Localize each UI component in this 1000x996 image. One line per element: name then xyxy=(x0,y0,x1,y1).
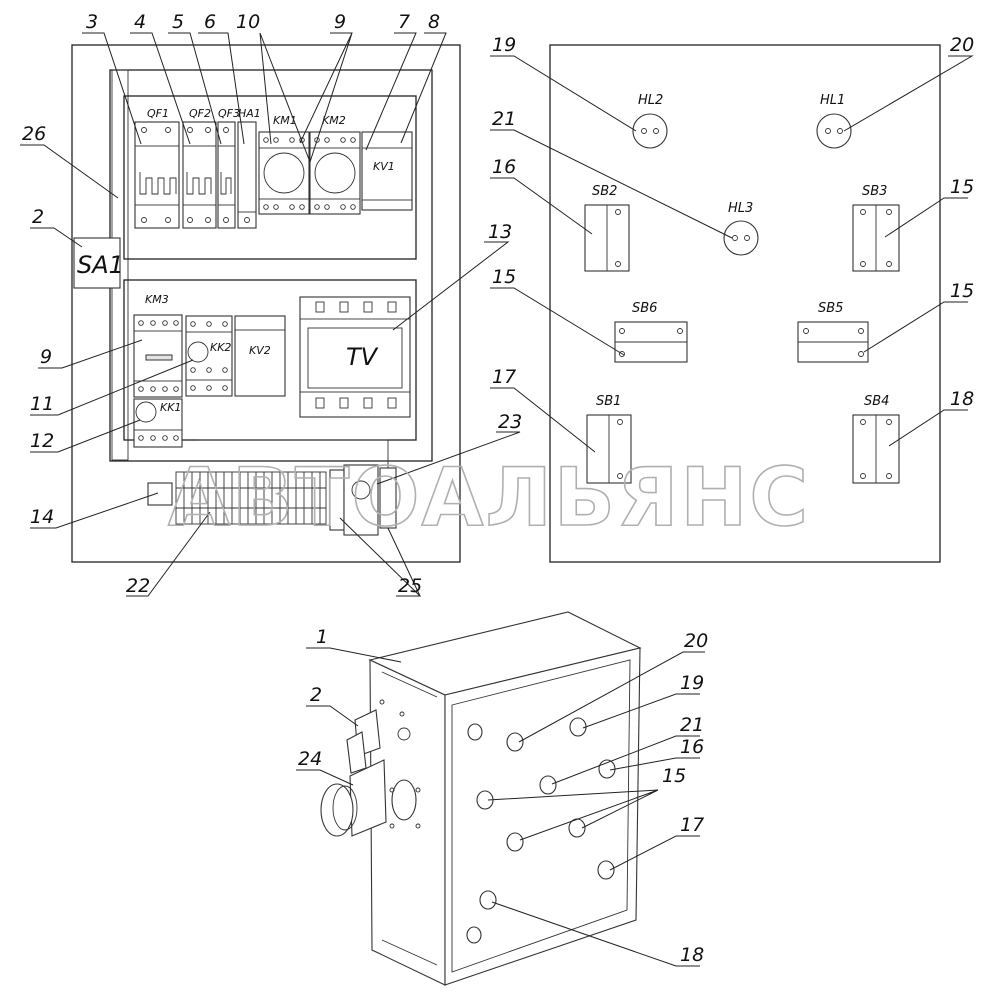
leader-lines xyxy=(20,32,974,967)
button-sb1: SB1 xyxy=(586,394,632,484)
cabinet-interior-view: SA1 QF1 QF2 QF3 xyxy=(71,44,461,563)
cabinet-isometric-view xyxy=(320,611,642,986)
callout-22: 22 xyxy=(126,575,150,597)
callout-11: 11 xyxy=(30,393,54,415)
callout-17-door: 17 xyxy=(492,366,516,388)
callout-12: 12 xyxy=(30,430,54,452)
callout-23: 23 xyxy=(498,411,522,433)
door-lamps-and-buttons xyxy=(466,717,616,944)
callout-15-iso: 15 xyxy=(662,765,686,787)
kv1-label: KV1 xyxy=(373,160,395,173)
sb2-label: SB2 xyxy=(592,184,617,199)
signal-ha1: HA1 xyxy=(237,107,261,229)
callout-5: 5 xyxy=(172,11,184,33)
hl1-label: HL1 xyxy=(820,93,845,108)
lamp-hl1: HL1 xyxy=(816,93,852,149)
kk1-label: KK1 xyxy=(160,401,181,414)
sb3-label: SB3 xyxy=(862,184,887,199)
callout-2-panel: 2 xyxy=(32,206,44,228)
side-switch-handle xyxy=(346,699,411,774)
callout-19-door: 19 xyxy=(492,34,516,56)
breaker-qf1: QF1 xyxy=(134,107,180,229)
callout-20-door: 20 xyxy=(950,34,974,56)
callout-19-iso: 19 xyxy=(680,672,704,694)
callout-25: 25 xyxy=(398,575,422,597)
contactor-km3: KM3 xyxy=(133,293,183,398)
sb4-label: SB4 xyxy=(864,394,889,409)
callout-18-door: 18 xyxy=(950,388,974,410)
hl3-label: HL3 xyxy=(728,201,753,216)
button-sb6: SB6 xyxy=(614,301,688,363)
hl2-label: HL2 xyxy=(638,93,663,108)
callout-2-iso: 2 xyxy=(310,684,322,706)
callout-26: 26 xyxy=(22,123,46,145)
callout-3: 3 xyxy=(86,11,98,33)
km3-label: KM3 xyxy=(145,293,169,306)
callout-15-sb6: 15 xyxy=(492,266,516,288)
callout-20-iso: 20 xyxy=(684,630,708,652)
button-sb5: SB5 xyxy=(797,301,869,363)
ha1-label: HA1 xyxy=(238,107,261,120)
callout-4: 4 xyxy=(134,11,146,33)
callout-numbers: 3 4 5 6 10 9 7 8 26 2 9 11 12 13 14 22 2… xyxy=(22,11,974,966)
km2-label: KM2 xyxy=(322,114,346,127)
callout-16-iso: 16 xyxy=(680,736,704,758)
breaker-qf2: QF2 xyxy=(182,107,217,229)
relay-kv1: KV1 xyxy=(361,131,413,211)
callout-17-iso: 17 xyxy=(680,814,704,836)
thermal-relay-kk2: KK2 xyxy=(185,315,233,397)
relay-kv2: KV2 xyxy=(234,315,286,397)
callout-10: 10 xyxy=(236,11,260,33)
qf3-label: QF3 xyxy=(218,107,240,120)
contactor-km2: KM2 xyxy=(309,114,361,215)
sa1-switch: SA1 xyxy=(73,237,124,289)
callout-9-top: 9 xyxy=(334,11,346,33)
lamp-hl2: HL2 xyxy=(632,93,668,149)
sb6-label: SB6 xyxy=(632,301,657,316)
sb5-label: SB5 xyxy=(818,301,843,316)
sb1-label: SB1 xyxy=(596,394,621,409)
qf1-label: QF1 xyxy=(147,107,169,120)
callout-7: 7 xyxy=(398,11,410,33)
contactor-km1: KM1 xyxy=(258,114,310,215)
callout-18-iso: 18 xyxy=(680,944,704,966)
callout-1: 1 xyxy=(316,626,328,648)
callout-21-iso: 21 xyxy=(680,714,704,736)
callout-9-bottom: 9 xyxy=(40,346,52,368)
lamp-hl3: HL3 xyxy=(723,201,759,256)
watermark-text: АВТОАЛЬЯНС xyxy=(168,451,810,544)
transformer-tv: TV xyxy=(299,296,411,418)
callout-24: 24 xyxy=(298,748,322,770)
button-sb3: SB3 xyxy=(852,184,900,272)
callout-16-door: 16 xyxy=(492,156,516,178)
button-sb4: SB4 xyxy=(852,394,900,484)
callout-6: 6 xyxy=(204,11,216,33)
kv2-label: KV2 xyxy=(249,344,271,357)
callout-15-sb3: 15 xyxy=(950,176,974,198)
side-socket-connector xyxy=(320,759,421,837)
tv-label: TV xyxy=(346,343,379,371)
km1-label: KM1 xyxy=(273,114,297,127)
terminal-block-strip xyxy=(147,439,397,536)
callout-8: 8 xyxy=(428,11,440,33)
callout-15-sb5: 15 xyxy=(950,280,974,302)
button-sb2: SB2 xyxy=(584,184,630,272)
callout-21-door: 21 xyxy=(492,108,516,130)
thermal-relay-kk1: KK1 xyxy=(133,398,183,448)
qf2-label: QF2 xyxy=(189,107,211,120)
sa1-label: SA1 xyxy=(77,251,124,279)
callout-14: 14 xyxy=(30,506,54,528)
breaker-qf3: QF3 xyxy=(217,107,240,229)
callout-13: 13 xyxy=(488,221,512,243)
cabinet-door-view: HL2 HL1 HL3 SB2 SB3 xyxy=(549,44,941,563)
kk2-label: KK2 xyxy=(210,341,231,354)
